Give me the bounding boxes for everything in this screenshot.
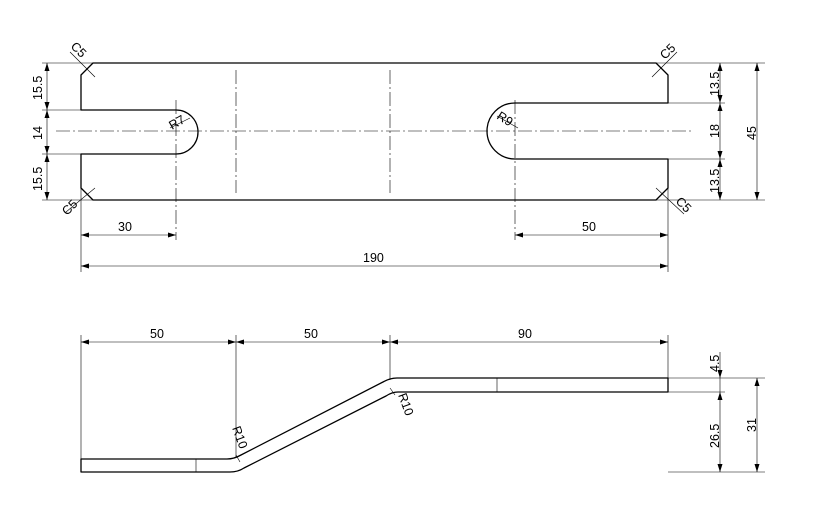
segment-label-2: 50 bbox=[304, 327, 318, 341]
lower-bend-radius-label: R10 bbox=[229, 424, 250, 450]
left-radius-leader bbox=[169, 117, 191, 129]
plate-outline bbox=[80, 62, 669, 201]
right-radius-leader bbox=[496, 115, 519, 129]
chamfer-label-top-left: C5 bbox=[68, 39, 89, 60]
left-slot-depth-label: 30 bbox=[118, 220, 132, 234]
chamfer-leader-top-right bbox=[651, 51, 678, 78]
overall-length-label: 190 bbox=[363, 251, 384, 265]
right-dim-top: 13.5 bbox=[708, 72, 722, 96]
top-view: C5 C5 C5 C5 R7 R9 15.5 14 15.5 13.5 18 1… bbox=[31, 39, 765, 272]
right-dim-arrows bbox=[717, 63, 723, 200]
right-slot-radius-label: R9 bbox=[494, 109, 515, 129]
segment-label-3: 90 bbox=[518, 327, 532, 341]
left-dim-bottom: 15.5 bbox=[31, 167, 45, 191]
total-height-label: 31 bbox=[745, 418, 759, 432]
side-view: 50 50 90 4.5 26.5 31 R10 R10 bbox=[80, 327, 765, 473]
segment-label-1: 50 bbox=[150, 327, 164, 341]
bent-plate-profile bbox=[80, 377, 669, 473]
left-dim-top: 15.5 bbox=[31, 76, 45, 100]
lower-radius-leader bbox=[235, 454, 241, 463]
right-dim-bottom: 13.5 bbox=[708, 169, 722, 193]
right-slot-depth-label: 50 bbox=[582, 220, 596, 234]
overall-height-label: 45 bbox=[745, 126, 759, 140]
rise-label: 26.5 bbox=[708, 424, 722, 448]
thickness-label: 4.5 bbox=[708, 355, 722, 372]
upper-bend-radius-label: R10 bbox=[395, 391, 416, 417]
right-dim-middle: 18 bbox=[708, 124, 722, 138]
chamfer-label-top-right: C5 bbox=[657, 41, 678, 62]
upper-radius-leader bbox=[389, 387, 396, 396]
left-dim-middle: 14 bbox=[31, 126, 45, 140]
chamfer-label-bottom-right: C5 bbox=[673, 194, 694, 215]
chamfer-leader-top-left bbox=[69, 51, 96, 78]
left-slot-radius-label: R7 bbox=[167, 112, 188, 132]
chamfer-leader-bottom-right bbox=[655, 187, 685, 215]
